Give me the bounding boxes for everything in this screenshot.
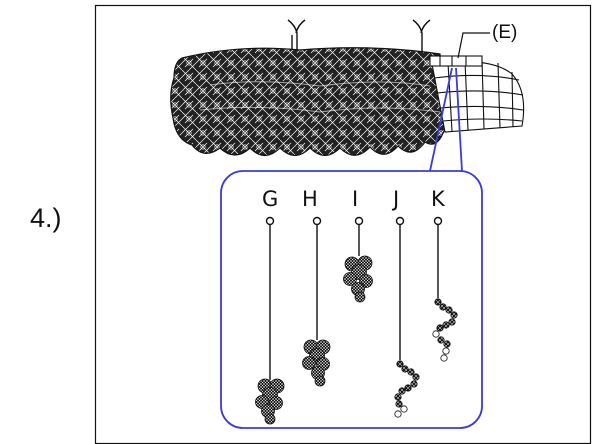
detail-callout-outline xyxy=(220,67,483,429)
bead-chain-k xyxy=(432,298,458,362)
grape-cluster-h xyxy=(302,339,331,387)
grape-cluster-g xyxy=(255,378,285,425)
strand-label-h: H xyxy=(302,187,318,211)
hanger-hook-right xyxy=(412,19,431,58)
bead-chain-j xyxy=(394,360,420,418)
step-number: 4.) xyxy=(30,203,62,233)
strand-k xyxy=(432,216,458,362)
strand-j xyxy=(394,216,420,418)
foliage-garland xyxy=(170,47,446,157)
strand-label-i: I xyxy=(352,187,358,211)
grape-cluster-i xyxy=(343,255,373,303)
callout-e-pointer xyxy=(457,32,490,59)
strand-g xyxy=(255,216,285,425)
strand-h xyxy=(302,216,331,387)
callout-e-label: (E) xyxy=(492,22,517,43)
strand-i xyxy=(343,216,373,303)
strand-label-g: G xyxy=(262,187,278,211)
wire-frame-basket xyxy=(429,55,525,133)
strand-label-j: J xyxy=(391,187,399,211)
strand-label-k: K xyxy=(431,187,446,211)
